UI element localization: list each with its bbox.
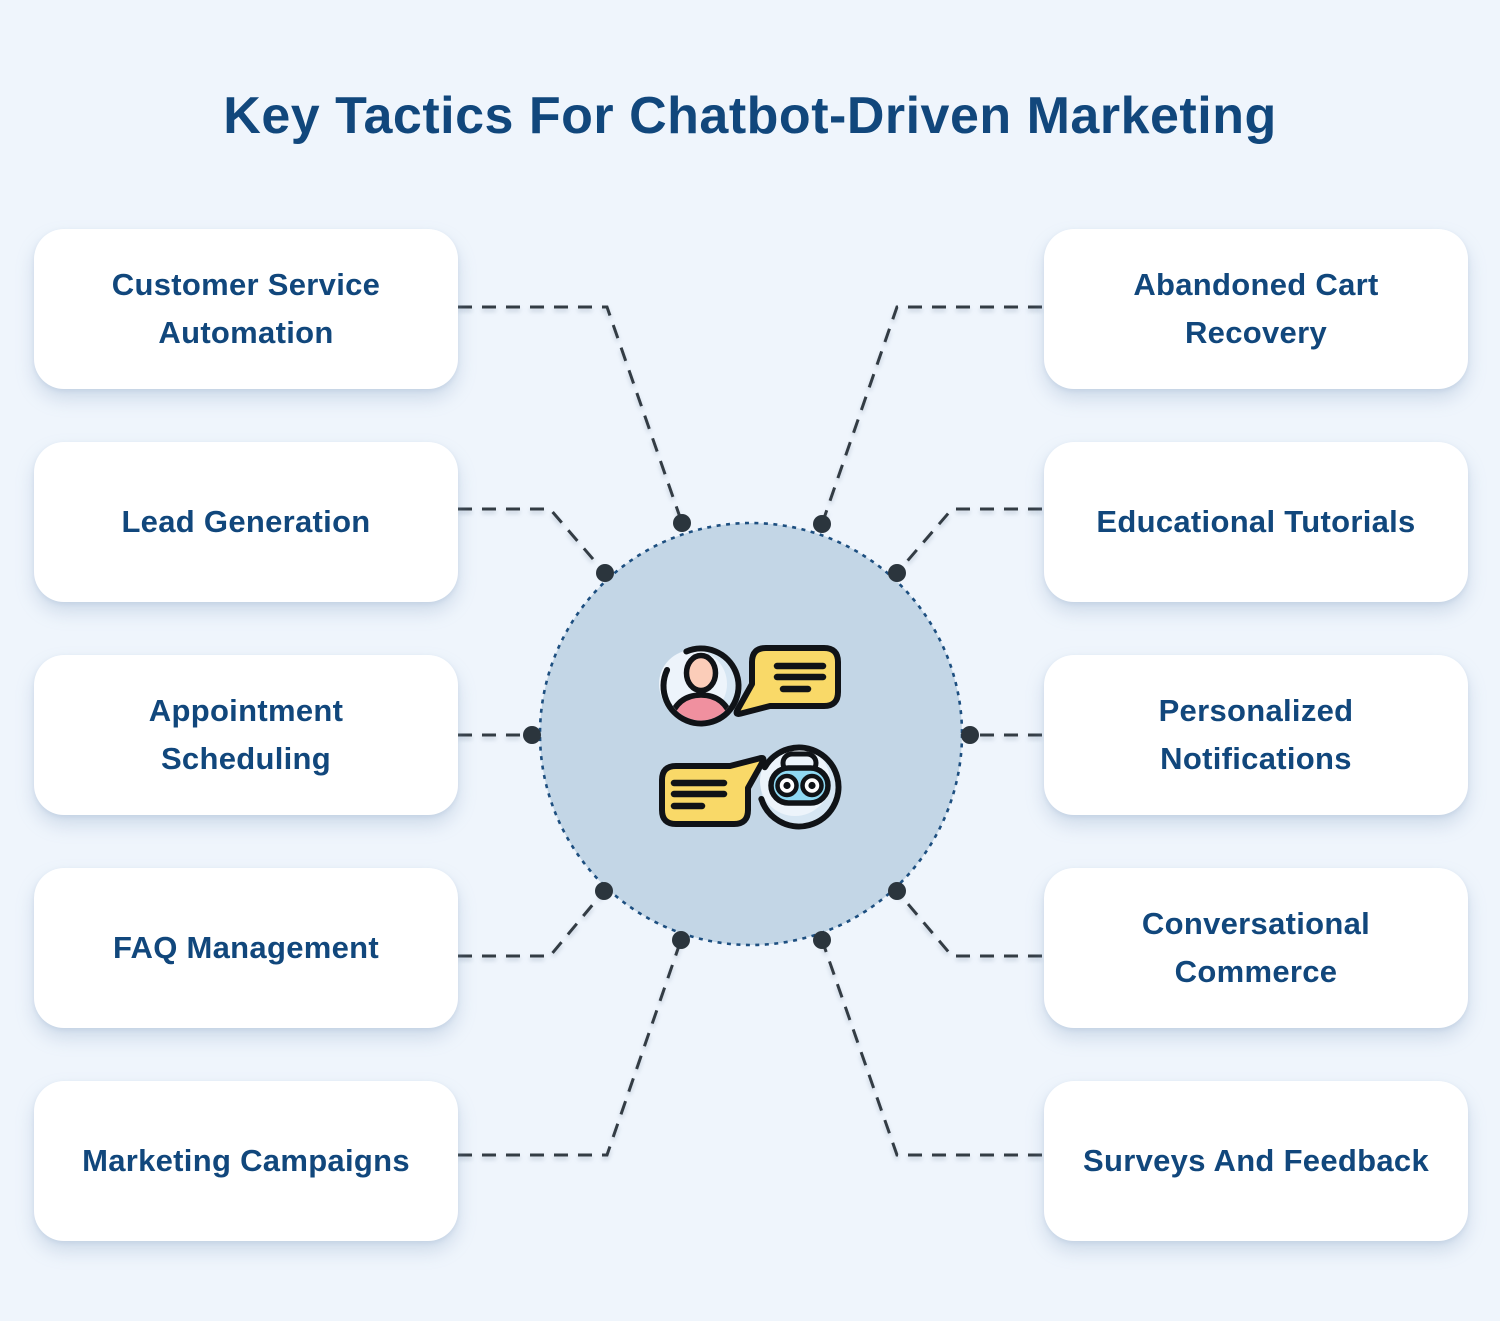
connector-line [895,507,1042,574]
connector-line [458,305,684,524]
connector-dot [672,931,690,949]
tactic-label: Educational Tutorials [1096,503,1416,539]
connector-dot [673,514,691,532]
tactic-label: Conversational Commerce [1141,905,1371,989]
connector-line [820,305,1042,525]
hub-icon-group [659,645,842,830]
robot-icon [756,744,842,830]
connector-dot [813,931,831,949]
tactic-label: FAQ Management [112,929,380,965]
connector-line [458,939,683,1157]
tactic-label: Appointment Scheduling [148,692,344,776]
connector-dot [961,726,979,744]
connector-dots [523,514,979,949]
tactic-card-surveys-and-feedback: Surveys And Feedback [1044,1081,1468,1241]
connector-dot [813,515,831,533]
connector-lines [458,305,1042,1157]
central-hub-circle [538,521,964,947]
connector-line [895,890,1042,958]
connector-dot [595,882,613,900]
connector-line [820,939,1042,1157]
tactic-card-personalized-notifications: Personalized Notifications [1044,655,1468,815]
tactic-label: Personalized Notifications [1158,692,1354,776]
tactic-card-lead-generation: Lead Generation [34,442,458,602]
tactic-label: Marketing Campaigns [82,1142,410,1178]
user-avatar-icon [659,645,742,727]
tactic-card-abandoned-cart-recovery: Abandoned Cart Recovery [1044,229,1468,389]
chat-bubble-left-icon [662,758,763,824]
connector-dot [523,726,541,744]
tactic-label: Customer Service Automation [111,266,381,350]
connector-line [458,507,607,574]
connector-dot [888,564,906,582]
tactic-label: Lead Generation [121,503,371,539]
tactic-label: Abandoned Cart Recovery [1133,266,1379,350]
tactic-card-customer-service-automation: Customer Service Automation [34,229,458,389]
tactic-card-faq-management: FAQ Management [34,868,458,1028]
tactic-card-appointment-scheduling: Appointment Scheduling [34,655,458,815]
tactic-card-conversational-commerce: Conversational Commerce [1044,868,1468,1028]
tactic-label: Surveys And Feedback [1083,1142,1429,1178]
connector-dot [596,564,614,582]
tactic-card-educational-tutorials: Educational Tutorials [1044,442,1468,602]
connector-line [458,890,606,958]
chat-bubble-right-icon [733,645,841,717]
connector-dot [888,882,906,900]
page-title: Key Tactics For Chatbot-Driven Marketing [223,87,1277,145]
tactic-card-marketing-campaigns: Marketing Campaigns [34,1081,458,1241]
